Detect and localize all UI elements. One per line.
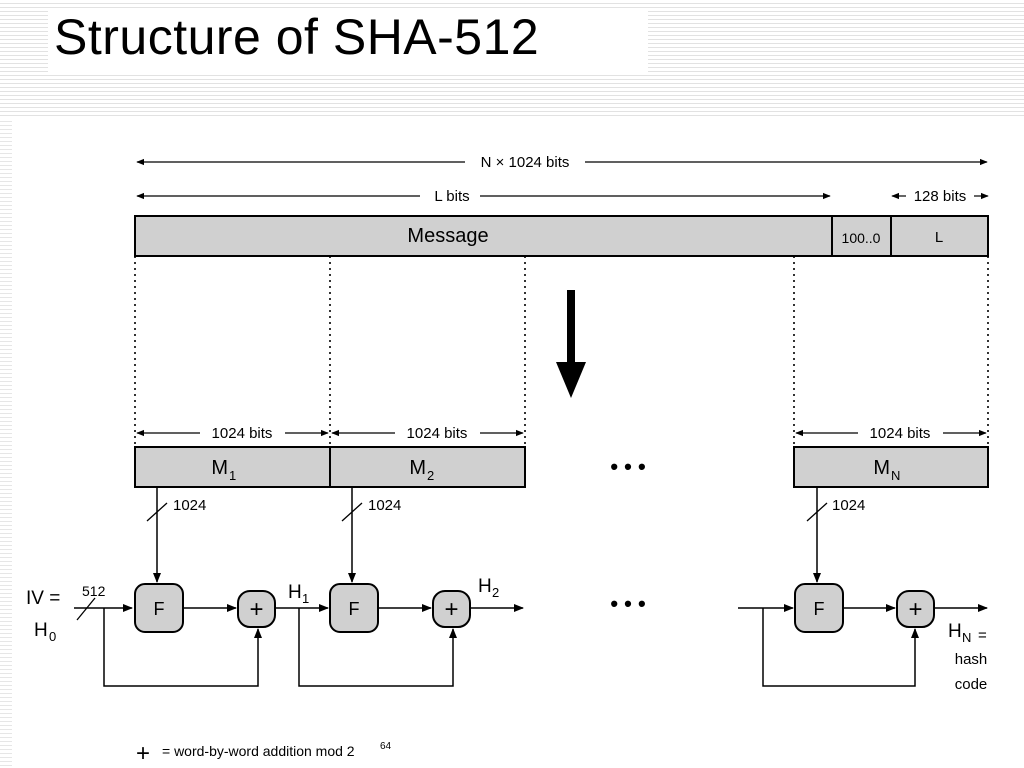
h2-subscript: 2 [492, 585, 499, 600]
block-m1-subscript: 1 [229, 468, 236, 483]
blockn-input-line: 1024 [806, 487, 865, 583]
slide-title: Structure of SHA-512 [54, 9, 540, 65]
hash-code-line2: code [955, 676, 988, 693]
block-m1: M 1 [134, 446, 331, 488]
addition-symbol: + [908, 596, 922, 623]
block1-width-dimension: 1024 bits [136, 425, 329, 442]
title-area: Structure of SHA-512 [0, 0, 1024, 118]
legend-text: = word-by-word addition mod 2 [162, 743, 355, 759]
legend-plus-icon: + [136, 740, 150, 767]
total-length-dimension: N × 1024 bits [136, 154, 988, 171]
block1-input-line: 1024 [146, 487, 206, 583]
compression-stage-n: F + H N = hash code [738, 583, 988, 693]
addition-box [237, 590, 276, 628]
addition-symbol: + [249, 596, 263, 623]
f-function-label: F [349, 599, 360, 619]
legend-exponent: 64 [380, 741, 392, 752]
message-length-label: L bits [434, 188, 469, 205]
block1-width-label: 1024 bits [212, 425, 273, 442]
hn-label: H [948, 621, 962, 642]
blockn-width-dimension: 1024 bits [795, 425, 987, 442]
h2-label: H [478, 576, 492, 597]
block-mn: M N [793, 446, 989, 488]
iv-label: IV = [26, 588, 60, 609]
message-length-dimension: L bits [136, 188, 831, 205]
block-mn-label: M [873, 457, 890, 479]
message-label: Message [407, 225, 488, 247]
length-field-label: 128 bits [914, 188, 967, 205]
compression-stage-2: F + H 2 [298, 576, 524, 687]
block-m2-label: M [409, 457, 426, 479]
title-backdrop [48, 10, 648, 72]
f-function-label: F [154, 599, 165, 619]
block-m2-subscript: 2 [427, 468, 434, 483]
left-border-stripes [0, 118, 12, 768]
h0-subscript: 0 [49, 629, 56, 644]
stages-ellipsis: • • • [610, 591, 645, 616]
addition-box [896, 590, 935, 628]
down-arrow-icon [556, 290, 586, 398]
blockn-width-label: 1024 bits [870, 425, 931, 442]
length-field-value: L [935, 229, 943, 246]
block-mn-subscript: N [891, 468, 900, 483]
block1-input-width: 1024 [173, 497, 206, 514]
block-m1-label: M [211, 457, 228, 479]
addition-symbol: + [444, 596, 458, 623]
h1-subscript: 1 [302, 591, 309, 606]
total-length-label: N × 1024 bits [481, 154, 570, 171]
padded-message-bar: Message 100..0 L [134, 215, 989, 257]
legend: + = word-by-word addition mod 2 64 [136, 740, 392, 767]
hn-subscript: N [962, 630, 971, 645]
padding-label: 100..0 [842, 230, 881, 246]
block2-width-dimension: 1024 bits [331, 425, 524, 442]
block2-width-label: 1024 bits [407, 425, 468, 442]
h0-label: H [34, 620, 48, 641]
hash-code-line1: hash [955, 651, 988, 668]
block2-input-line: 1024 [341, 487, 401, 583]
compression-stage-1: F + H 1 [103, 582, 329, 687]
blocks-ellipsis: • • • [610, 454, 645, 479]
block-division-guides [134, 256, 989, 447]
blockn-input-width: 1024 [832, 497, 865, 514]
addition-box [432, 590, 471, 628]
f-function-label: F [814, 599, 825, 619]
hn-equals: = [978, 627, 987, 644]
iv-width-label: 512 [82, 583, 106, 599]
initial-value: IV = H 0 512 [26, 583, 133, 644]
block2-input-width: 1024 [368, 497, 401, 514]
block-m2: M 2 [329, 446, 526, 488]
h1-label: H [288, 582, 302, 603]
length-field-dimension: 128 bits [891, 188, 989, 205]
